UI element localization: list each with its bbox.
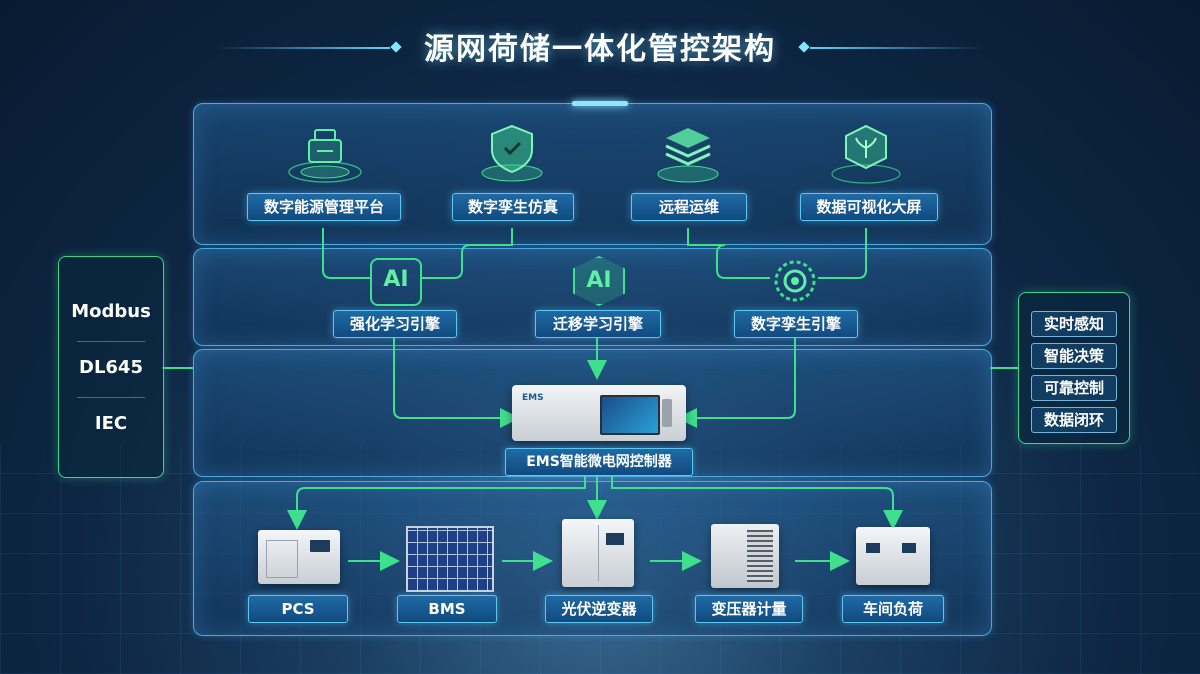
wire-ai3-controller bbox=[677, 336, 796, 428]
inverter-cabinet-icon bbox=[562, 519, 634, 587]
wire-platform2-ai1 bbox=[420, 228, 513, 279]
ai-chip-icon: AI bbox=[573, 256, 625, 306]
wire-platform1-ai1 bbox=[322, 228, 372, 279]
device-knob bbox=[662, 399, 672, 427]
platform-layer-panel bbox=[193, 103, 992, 245]
function-realtime: 实时感知 bbox=[1031, 311, 1117, 337]
device-brand: EMS bbox=[522, 393, 544, 403]
cabinet-screen bbox=[866, 543, 880, 553]
divider bbox=[77, 397, 145, 398]
platform-label-energy: 数字能源管理平台 bbox=[247, 193, 401, 221]
title-line-right bbox=[810, 47, 985, 49]
device-label-pcs: PCS bbox=[248, 595, 348, 623]
protocol-dl645: DL645 bbox=[79, 357, 143, 378]
platform-label-dashboard: 数据可视化大屏 bbox=[800, 193, 938, 221]
gear-sun-icon bbox=[774, 260, 816, 302]
page-title: 源网荷储一体化管控架构 bbox=[424, 32, 776, 67]
shield-icon bbox=[481, 124, 543, 182]
device-label-transformer: 变压器计量 bbox=[695, 595, 803, 623]
ai-label-transfer: 迁移学习引擎 bbox=[535, 310, 661, 338]
controller-label: EMS智能微电网控制器 bbox=[505, 448, 693, 476]
title-container: 源网荷储一体化管控架构 bbox=[0, 22, 1200, 78]
stack-layers-icon bbox=[657, 128, 719, 183]
cabinet-screen bbox=[902, 543, 916, 553]
function-decision: 智能决策 bbox=[1031, 343, 1117, 369]
leaf-cube-icon bbox=[831, 124, 901, 184]
device-label-bms: BMS bbox=[397, 595, 497, 623]
divider bbox=[77, 341, 145, 342]
ai-label-reinforcement: 强化学习引擎 bbox=[333, 310, 457, 338]
cabinet-door-split bbox=[598, 525, 599, 581]
ai-label-twin-engine: 数字孪生引擎 bbox=[734, 310, 858, 338]
functions-panel: 实时感知 智能决策 可靠控制 数据闭环 bbox=[1018, 292, 1130, 444]
device-label-load: 车间负荷 bbox=[842, 595, 944, 623]
wire-controller-load bbox=[611, 472, 903, 530]
device-screen bbox=[600, 395, 660, 435]
wire-controller-pcs bbox=[287, 472, 586, 530]
wire-ai1-controller bbox=[393, 336, 520, 428]
solar-panel-icon bbox=[406, 526, 494, 592]
protocols-panel: Modbus DL645 IEC bbox=[58, 256, 164, 478]
cabinet-screen bbox=[310, 540, 330, 552]
ems-controller-device: EMS bbox=[512, 385, 686, 441]
panel-top-glow bbox=[572, 101, 628, 106]
cabinet-screen bbox=[606, 533, 624, 545]
platform-label-remote-ops: 远程运维 bbox=[631, 193, 747, 221]
function-data-loop: 数据闭环 bbox=[1031, 407, 1117, 433]
pcs-cabinet-icon bbox=[258, 530, 340, 584]
cabinet-door bbox=[266, 540, 298, 578]
title-line-left bbox=[215, 47, 390, 49]
solar-grid bbox=[408, 528, 492, 590]
transformer-fins bbox=[747, 530, 773, 582]
transformer-icon bbox=[711, 524, 779, 588]
protocol-modbus: Modbus bbox=[71, 301, 151, 322]
wire-platform4-ai3 bbox=[818, 228, 867, 279]
function-control: 可靠控制 bbox=[1031, 375, 1117, 401]
device-label-inverter: 光伏逆变器 bbox=[545, 595, 653, 623]
platform-label-twin-sim: 数字孪生仿真 bbox=[452, 193, 574, 221]
monitor-icon bbox=[288, 129, 362, 183]
ai-chip-icon: AI bbox=[370, 258, 422, 306]
load-cabinet-icon bbox=[856, 527, 930, 585]
wire-platform3-ai3 bbox=[687, 228, 770, 279]
protocol-iec: IEC bbox=[94, 413, 128, 434]
